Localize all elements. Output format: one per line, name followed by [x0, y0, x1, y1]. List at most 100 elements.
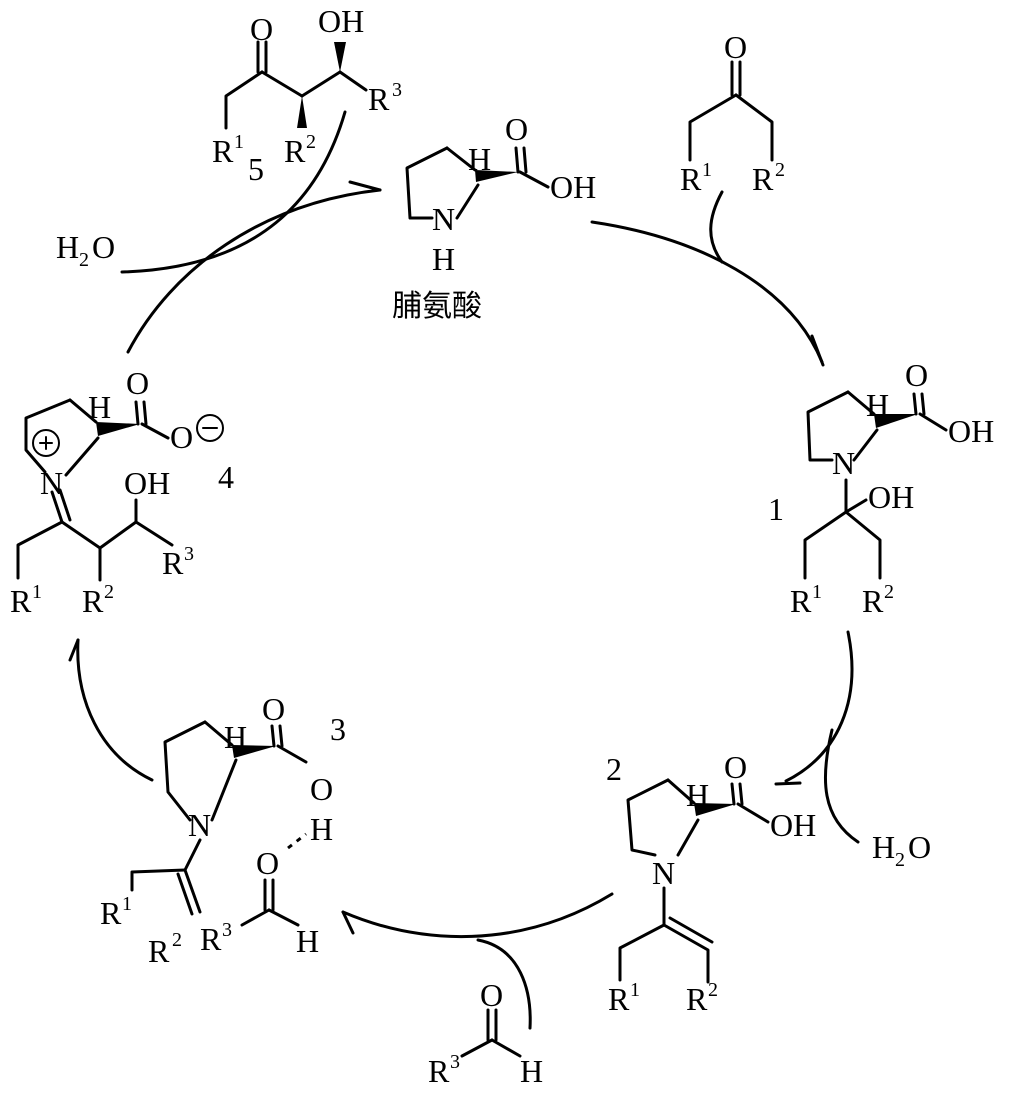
label-4: 4 — [218, 459, 234, 495]
svg-text:2: 2 — [895, 849, 905, 871]
svg-text:H: H — [296, 923, 319, 959]
arrow-product-out — [120, 110, 347, 274]
arrow-4-to-proline-head — [348, 180, 382, 192]
svg-text:2: 2 — [708, 979, 718, 1001]
svg-text:2: 2 — [884, 581, 894, 603]
proline-nh-h: H — [432, 241, 455, 277]
svg-text:OH: OH — [948, 413, 994, 449]
svg-text:H: H — [686, 777, 709, 813]
svg-text:O: O — [256, 845, 279, 881]
svg-text:R: R — [790, 583, 812, 619]
arrow-2-to-3-head — [341, 910, 355, 935]
svg-text:O: O — [905, 357, 928, 393]
arrow-1-to-2 — [784, 630, 854, 783]
proline-alpha-h: H — [468, 141, 491, 177]
svg-text:H: H — [310, 811, 333, 847]
ketone-r1: R — [680, 161, 702, 197]
svg-text:OH: OH — [770, 807, 816, 843]
arrow-3-to-4 — [76, 638, 154, 782]
proline-structure: H O OH N H 脯氨酸 — [392, 111, 596, 324]
svg-text:R: R — [100, 895, 122, 931]
svg-text:N: N — [652, 855, 675, 891]
svg-text:1: 1 — [122, 893, 132, 915]
arrow-2-to-3 — [341, 892, 614, 939]
label-1: 1 — [768, 491, 784, 527]
svg-text:1: 1 — [32, 581, 42, 603]
svg-text:3: 3 — [450, 1051, 460, 1073]
svg-text:OH: OH — [124, 465, 170, 501]
arrow-3-to-4-head — [68, 638, 80, 662]
svg-text:2: 2 — [775, 159, 785, 181]
svg-text:R: R — [212, 133, 234, 169]
product-5-structure: O OH R 3 R 1 5 R 2 — [212, 3, 402, 187]
ketone-r2: R — [752, 161, 774, 197]
svg-text:1: 1 — [812, 581, 822, 603]
svg-text:3: 3 — [222, 919, 232, 941]
svg-text:R: R — [200, 921, 222, 957]
label-5: 5 — [248, 151, 264, 187]
hydrogen-bond — [287, 832, 307, 850]
svg-text:O: O — [908, 829, 931, 865]
arrow-aldehyde-in — [476, 938, 532, 1030]
minus-charge-circle — [196, 414, 224, 442]
svg-text:1: 1 — [702, 159, 712, 181]
svg-text:H: H — [866, 387, 889, 423]
svg-text:N: N — [188, 807, 211, 843]
svg-text:R: R — [10, 583, 32, 619]
svg-text:O: O — [170, 419, 193, 455]
label-2: 2 — [606, 751, 622, 787]
arrow-proline-to-1 — [590, 220, 824, 364]
svg-text:N: N — [40, 465, 63, 501]
aldehyde-structure: O R 3 H — [428, 977, 543, 1089]
ketone-o: O — [724, 29, 747, 65]
svg-text:1: 1 — [630, 979, 640, 1001]
svg-text:3: 3 — [184, 543, 194, 565]
svg-text:2: 2 — [104, 581, 114, 603]
svg-text:O: O — [262, 691, 285, 727]
svg-text:R: R — [162, 545, 184, 581]
svg-text:O: O — [250, 11, 273, 47]
svg-text:H: H — [872, 829, 895, 865]
intermediate-2-structure: H O OH N 2 R 1 R 2 — [606, 749, 816, 1017]
intermediate-4-structure: H O O N OH 4 R 1 R 2 R 3 — [10, 365, 234, 619]
svg-text:N: N — [832, 445, 855, 481]
svg-text:3: 3 — [392, 79, 402, 101]
svg-text:R: R — [608, 981, 630, 1017]
intermediate-1-structure: H O OH N OH 1 R 1 R 2 — [768, 357, 994, 619]
svg-text:O: O — [310, 771, 333, 807]
svg-text:R: R — [686, 981, 708, 1017]
svg-text:2: 2 — [79, 249, 89, 271]
water-out: H 2 O — [872, 829, 931, 871]
svg-text:1: 1 — [234, 131, 244, 153]
svg-text:H: H — [88, 389, 111, 425]
arrow-1-to-2-head — [774, 781, 802, 786]
svg-text:O: O — [126, 365, 149, 401]
svg-text:R: R — [428, 1053, 450, 1089]
arrow-ketone-in — [709, 190, 724, 264]
arrow-4-to-proline — [126, 188, 382, 354]
svg-text:O: O — [92, 229, 115, 265]
svg-text:R: R — [148, 933, 170, 969]
svg-text:H: H — [520, 1053, 543, 1089]
svg-text:R: R — [82, 583, 104, 619]
svg-text:2: 2 — [306, 131, 316, 153]
proline-n: N — [432, 201, 455, 237]
svg-text:R: R — [368, 81, 390, 117]
svg-text:2: 2 — [172, 929, 182, 951]
svg-text:O: O — [724, 749, 747, 785]
label-3: 3 — [330, 711, 346, 747]
proline-name: 脯氨酸 — [392, 289, 482, 324]
plus-charge-circle — [32, 429, 60, 457]
svg-text:R: R — [862, 583, 884, 619]
ketone-structure: O R 1 R 2 — [680, 29, 785, 197]
arrow-water-out — [823, 728, 860, 844]
proline-acid-oh: OH — [550, 169, 596, 205]
water-in: H 2 O — [56, 229, 115, 271]
proline-acid-o: O — [505, 111, 528, 147]
svg-text:O: O — [480, 977, 503, 1013]
svg-text:OH: OH — [318, 3, 364, 39]
svg-text:H: H — [224, 719, 247, 755]
svg-text:R: R — [284, 133, 306, 169]
